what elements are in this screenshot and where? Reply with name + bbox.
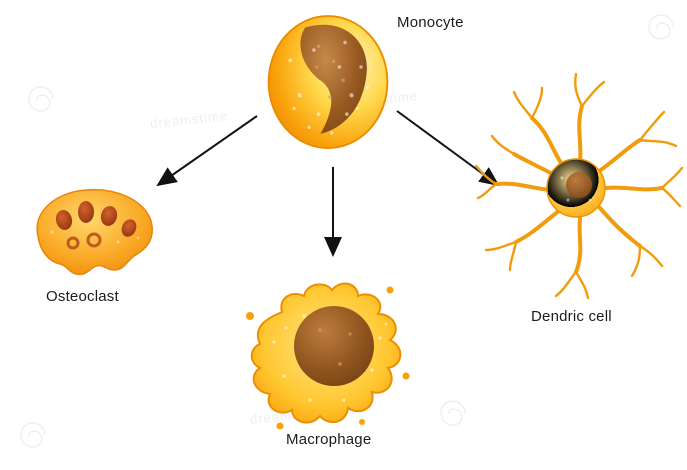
osteoclast-illustration [36, 188, 153, 276]
dendritic-cell-label: Dendric cell [531, 308, 612, 325]
arrow-to-osteoclast [156, 115, 258, 187]
watermark-spiral-icon [648, 14, 674, 40]
watermark-spiral-icon [20, 422, 46, 448]
macrophage-label: Macrophage [286, 431, 372, 448]
macrophage-illustration [246, 282, 410, 430]
watermark-spiral-icon [440, 400, 466, 426]
watermark-spiral-icon [28, 86, 54, 112]
monocyte-label: Monocyte [397, 14, 464, 31]
monocyte-illustration [267, 15, 389, 149]
osteoclast-label: Osteoclast [46, 288, 119, 305]
dendritic-cell-illustration [474, 72, 684, 300]
